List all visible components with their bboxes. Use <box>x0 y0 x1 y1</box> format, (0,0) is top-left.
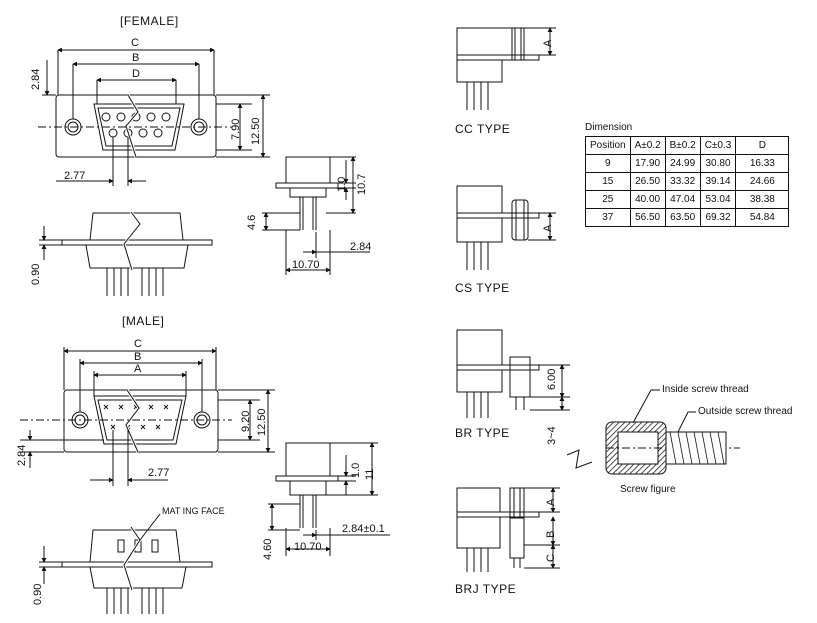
table-cell: 40.00 <box>629 190 666 209</box>
br-type-drawing <box>456 329 570 418</box>
male-side-dim-4-60: 4.60 <box>262 538 274 560</box>
female-top-view <box>38 47 270 186</box>
table-cell: 38.38 <box>735 190 790 209</box>
female-side-dim-1-0: 1.0 <box>336 176 348 192</box>
male-dim-a: A <box>134 363 142 375</box>
br-type-label: BR TYPE <box>455 426 510 440</box>
female-dim-d: D <box>132 68 140 80</box>
table-row: 25 40.00 47.04 53.04 38.38 <box>585 190 790 209</box>
cs-type-drawing <box>456 185 556 270</box>
female-side-dim-10-70: 10.70 <box>292 259 320 271</box>
table-cell: 15 <box>585 172 631 191</box>
table-row: 37 56.50 63.50 69.32 54.84 <box>585 208 790 227</box>
female-front-view <box>39 211 213 296</box>
male-front-dim-0-90: 0.90 <box>32 583 44 605</box>
table-cell: 17.90 <box>629 154 666 173</box>
table-header: B±0.2 <box>664 136 701 155</box>
table-header: D <box>735 136 790 155</box>
female-dim-c: C <box>131 37 139 49</box>
br-dim-6-00: 6.00 <box>546 368 558 390</box>
table-cell: 53.04 <box>699 190 737 209</box>
female-dim-2-84: 2.84 <box>30 68 42 90</box>
cc-type-label: CC TYPE <box>455 122 511 136</box>
brj-type-drawing <box>456 487 560 572</box>
table-cell: 33.32 <box>664 172 701 191</box>
dimension-table: Position A±0.2 B±0.2 C±0.3 D 9 17.90 24.… <box>585 136 790 227</box>
female-title: [FEMALE] <box>120 14 179 28</box>
male-dim-2-84: 2.84 <box>16 444 28 466</box>
female-dim-b: B <box>132 52 140 64</box>
male-dim-2-77: 2.77 <box>148 467 170 479</box>
cc-dim-a: A <box>542 39 554 47</box>
screw-figure-caption: Screw figure <box>620 484 676 495</box>
brj-dim-b: B <box>545 530 557 538</box>
male-dim-b: B <box>134 351 142 363</box>
cs-dim-a: A <box>542 224 554 232</box>
female-side-dim-2-84: 2.84 <box>350 241 372 253</box>
table-cell: 16.33 <box>735 154 790 173</box>
table-cell: 54.84 <box>735 208 790 227</box>
brj-type-label: BRJ TYPE <box>455 582 517 596</box>
male-top-view <box>20 347 275 486</box>
male-side-dim-2-84: 2.84±0.1 <box>342 523 385 535</box>
table-row: 9 17.90 24.99 30.80 16.33 <box>585 154 790 173</box>
female-side-dim-4-6: 4.6 <box>246 214 258 230</box>
male-title: [MALE] <box>122 314 165 328</box>
male-front-view <box>39 513 213 614</box>
male-dim-c: C <box>134 338 142 350</box>
male-dim-12-50: 12.50 <box>256 408 268 436</box>
table-cell: 25 <box>585 190 631 209</box>
outside-thread-label: Outside screw thread <box>698 406 793 417</box>
table-cell: 47.04 <box>664 190 701 209</box>
cc-type-drawing <box>456 27 556 110</box>
table-cell: 9 <box>585 154 631 173</box>
br-dim-3-4: 3~4 <box>546 426 558 445</box>
male-dim-9-20: 9.20 <box>240 410 252 432</box>
female-side-view <box>262 156 370 275</box>
table-cell: 26.50 <box>629 172 666 191</box>
mating-face-label: MAT ING FACE <box>162 506 225 516</box>
table-cell: 37 <box>585 208 631 227</box>
cs-type-label: CS TYPE <box>455 281 510 295</box>
table-cell: 69.32 <box>699 208 737 227</box>
table-cell: 63.50 <box>664 208 701 227</box>
male-side-dim-1-0: 1.0 <box>350 462 362 478</box>
table-cell: 56.50 <box>629 208 666 227</box>
table-row: 15 26.50 33.32 39.14 24.66 <box>585 172 790 191</box>
screw-figure <box>566 389 740 475</box>
female-dim-12-50: 12.50 <box>250 117 262 145</box>
table-cell: 24.66 <box>735 172 790 191</box>
table-header: A±0.2 <box>629 136 666 155</box>
brj-dim-c: C <box>545 554 557 562</box>
female-front-dim-0-90: 0.90 <box>30 263 42 285</box>
male-side-dim-10-70: 10.70 <box>294 541 322 553</box>
female-dim-2-77: 2.77 <box>64 170 86 182</box>
male-side-dim-11: 11 <box>364 468 376 480</box>
table-header-row: Position A±0.2 B±0.2 C±0.3 D <box>585 136 790 155</box>
dimension-table-title: Dimension <box>585 122 633 133</box>
female-side-dim-10-7: 10.7 <box>356 173 368 195</box>
table-header: Position <box>585 136 631 155</box>
brj-dim-a: A <box>545 498 557 506</box>
table-cell: 30.80 <box>699 154 737 173</box>
table-header: C±0.3 <box>699 136 737 155</box>
table-cell: 39.14 <box>699 172 737 191</box>
male-side-view <box>268 442 390 556</box>
table-cell: 24.99 <box>664 154 701 173</box>
inside-thread-label: Inside screw thread <box>662 384 749 395</box>
female-dim-7-90: 7.90 <box>230 118 242 140</box>
